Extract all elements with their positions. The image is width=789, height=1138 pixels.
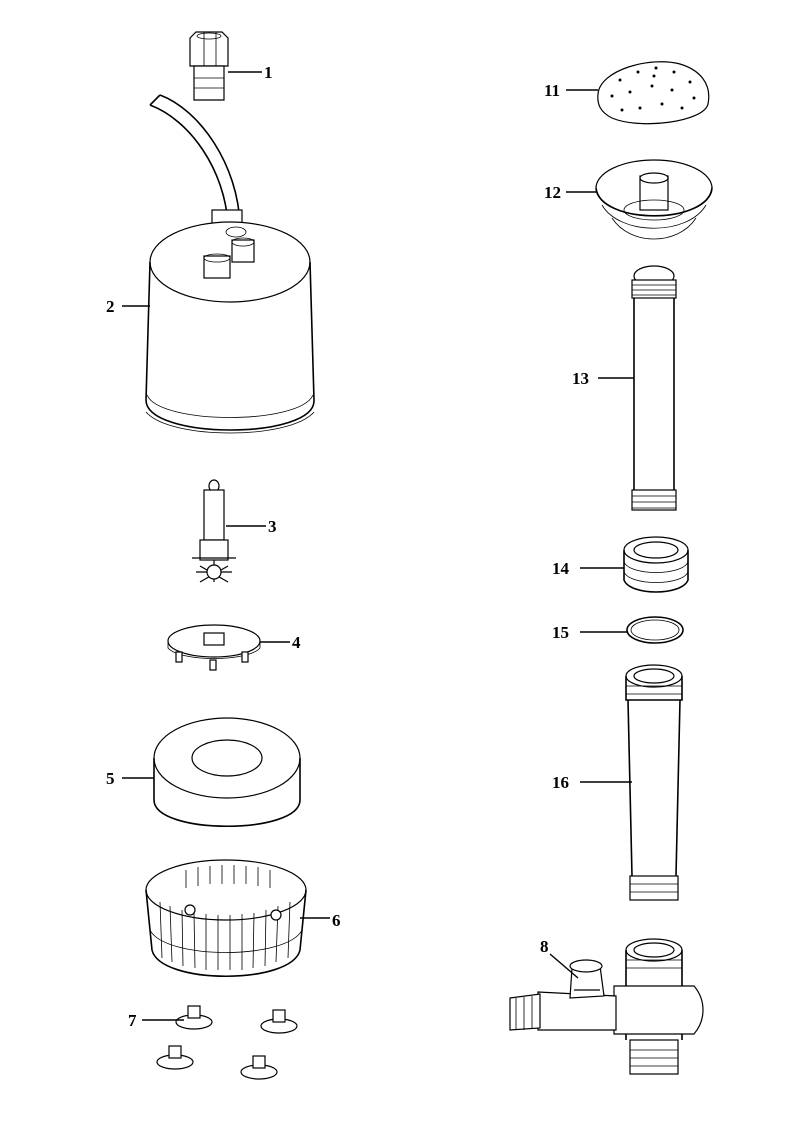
label-4: 4	[292, 633, 301, 652]
part-14-coupling-nut	[623, 536, 689, 593]
leader-8	[549, 953, 579, 979]
part-1-connector	[189, 31, 229, 101]
part-5-foam-filter	[153, 717, 301, 827]
part-6-strainer-cage	[145, 859, 307, 977]
part-2-pump-body	[145, 94, 315, 434]
label-13: 13	[572, 369, 589, 388]
label-6: 6	[332, 911, 341, 930]
suction-foot	[156, 1045, 194, 1070]
part-15-o-ring	[626, 616, 684, 644]
part-4-cover-plate	[167, 624, 261, 671]
suction-foot	[175, 1005, 213, 1030]
label-15: 15	[552, 623, 569, 642]
part-7-suction-feet	[156, 1005, 298, 1080]
label-3: 3	[268, 517, 277, 536]
label-8: 8	[540, 937, 549, 956]
label-7: 7	[128, 1011, 137, 1030]
part-11-spray-head	[597, 61, 710, 125]
label-16: 16	[552, 773, 569, 792]
suction-foot	[240, 1055, 278, 1080]
part-16-lower-tube	[625, 664, 683, 901]
suction-foot	[260, 1009, 298, 1034]
part-8-diverter-valve	[509, 938, 704, 1075]
label-2: 2	[106, 297, 115, 316]
label-14: 14	[552, 559, 570, 578]
part-3-impeller	[192, 479, 236, 583]
label-5: 5	[106, 769, 115, 788]
part-12-nozzle-base	[595, 159, 713, 240]
label-11: 11	[544, 81, 560, 100]
label-1: 1	[264, 63, 273, 82]
label-12: 12	[544, 183, 561, 202]
part-13-extension-tube	[631, 265, 677, 511]
